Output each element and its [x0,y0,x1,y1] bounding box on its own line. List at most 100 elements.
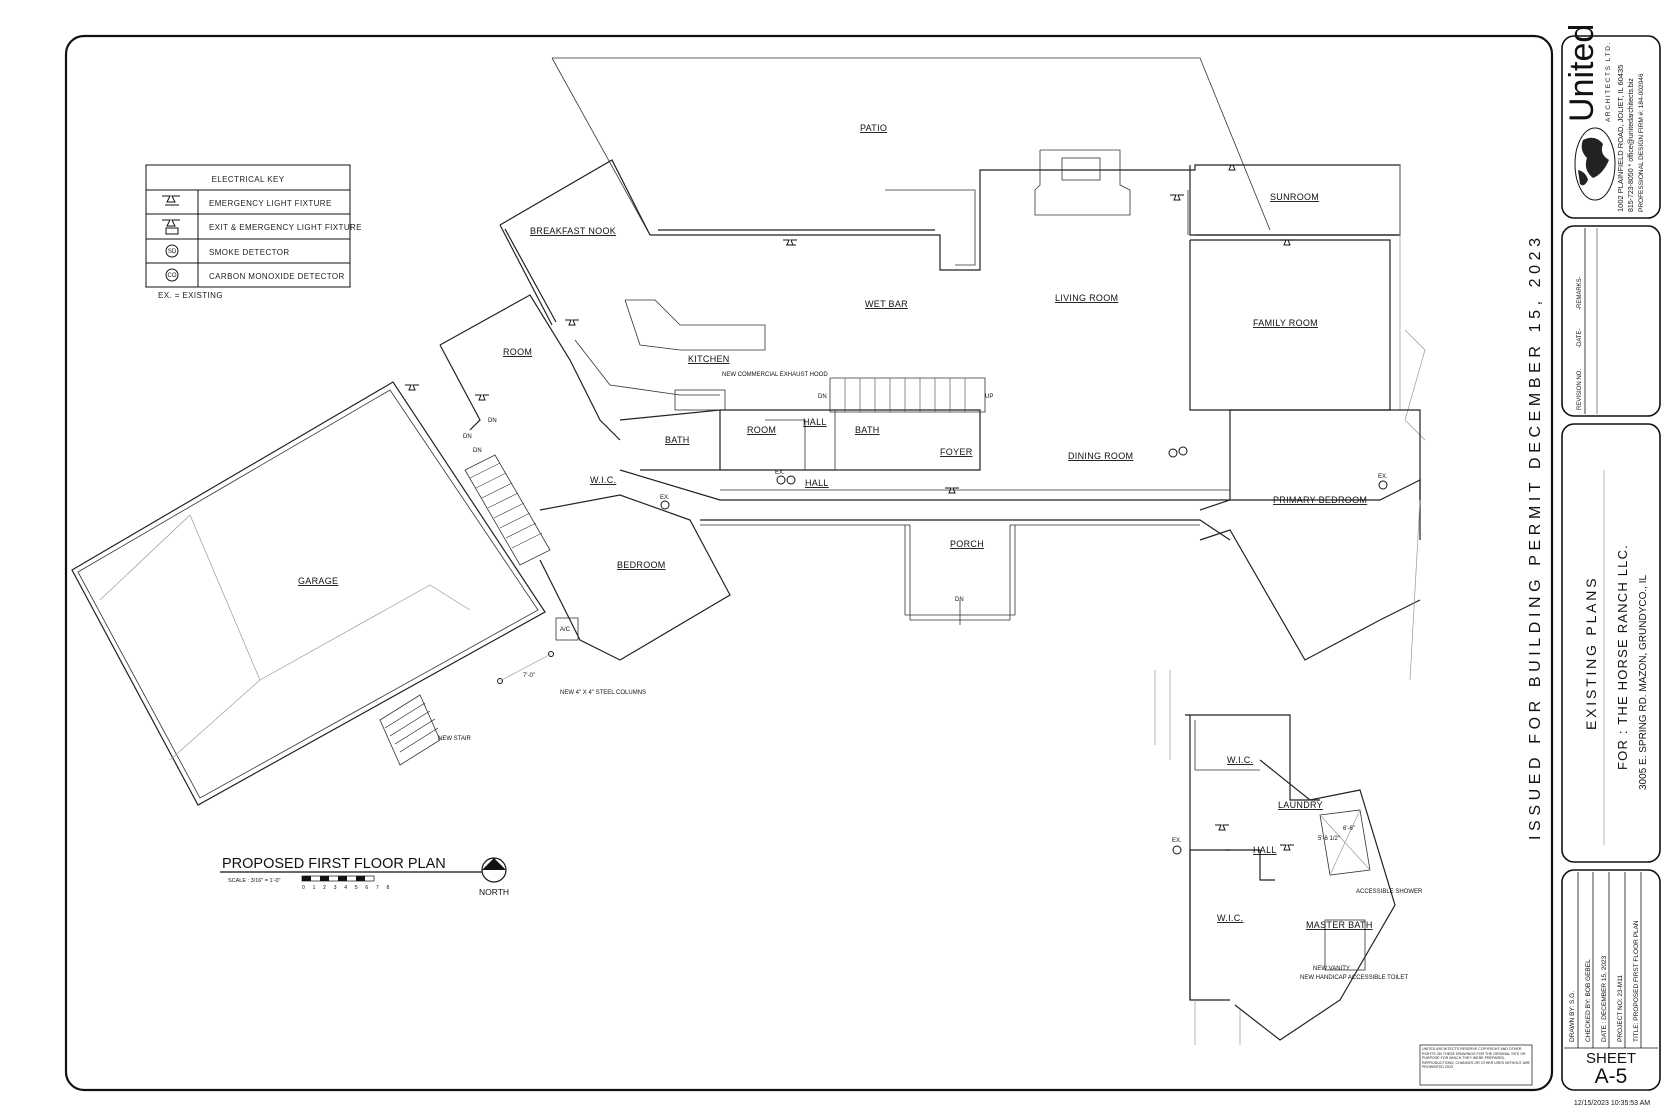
garage-stair [464,454,551,566]
smoke-detector-icon [1378,480,1388,490]
note-new-toilet: NEW HANDICAP ACCESSIBLE TOILET [1300,975,1408,981]
note-ac: A/C [560,627,571,633]
scale-ticks: 0 1 2 3 4 5 6 7 8 [302,885,393,891]
firm-contact: 815-723-8050 * office@unitedarchitects.b… [1628,78,1635,212]
room-hall-2: HALL [805,478,829,488]
key-item-label: CARBON MONOXIDE DETECTOR [209,272,345,281]
room-wic-3: W.I.C. [1217,913,1243,923]
note-dn-2: DN [463,434,472,440]
revision-date: -DATE- [1577,328,1583,348]
issued-stamp: ISSUED FOR BUILDING PERMIT DECEMBER 15, … [1527,233,1544,840]
emergency-light-icon [1170,194,1184,201]
room-family-room: FAMILY ROOM [1253,318,1318,328]
note-dim-1: 7'-0" [523,673,535,679]
note-accessible-shower: ACCESSIBLE SHOWER [1356,889,1423,895]
key-item-label: EMERGENCY LIGHT FIXTURE [209,199,332,208]
print-timestamp: 12/15/2023 10:35:53 AM [1574,1100,1650,1107]
copyright-box: UNITED ARCHITECTS RESERVE COPYRIGHT AND … [1419,1044,1533,1086]
room-hall-1: HALL [803,417,827,427]
room-foyer: FOYER [940,447,973,457]
note-new-vanity: NEW VANITY [1313,966,1350,972]
project-no: PROJECT NO: 23-M11 [1617,975,1624,1042]
note-ex-3: EX. [1378,474,1388,480]
room-wic-2: W.I.C. [1227,755,1253,765]
note-up: UP [985,394,993,400]
co-detector-icon [1178,446,1188,456]
room-labels: PATIO BREAKFAST NOOK SUNROOM WET BAR LIV… [298,123,1373,930]
room-bedroom: BEDROOM [617,560,666,570]
note-ex-1: EX. [775,470,785,476]
room-patio: PATIO [860,123,887,133]
fireplace [1034,149,1131,216]
room-master-bath: MASTER BATH [1306,920,1373,930]
room-dining-room: DINING ROOM [1068,451,1133,461]
room-bath-1: BATH [665,435,690,445]
drawn-by: DRAWN BY: S.G. [1569,991,1576,1042]
emergency-light-icon [162,195,180,206]
smoke-detector-icon [1168,448,1178,458]
room-laundry: LAUNDRY [1278,800,1323,810]
note-new-stair: NEW STAIR [438,736,472,742]
key-item-label: SMOKE DETECTOR [209,248,290,257]
note-ex-4: EX. [1172,838,1182,844]
emergency-light-icon [1225,164,1239,171]
patio-outline [552,57,1271,231]
note-hood: NEW COMMERCIAL EXHAUST HOOD [722,372,828,378]
exhaust-hood [674,389,726,411]
emergency-light-icon [405,384,419,391]
room-kitchen: KITCHEN [688,354,730,364]
co-detector-icon [165,268,179,282]
main-stair [829,377,986,413]
room-garage: GARAGE [298,576,338,586]
plan-scale: SCALE : 3/16" = 1'-0" [228,878,281,884]
firm-license: PROFESSIONAL DESIGN FIRM #: 184-002046 [1638,73,1645,212]
emergency-light-icon [565,319,579,326]
room-sunroom: SUNROOM [1270,192,1319,202]
svg-text:SD: SD [168,249,177,255]
checked-by: CHECKED BY: BOB GEBEL [1585,959,1592,1042]
room-hall-3: HALL [1253,845,1277,855]
smoke-detector-icon [660,500,670,510]
key-title: ELECTRICAL KEY [212,175,285,184]
sheet-number: A-5 [1595,1065,1628,1088]
revision-remarks: -REMARKS- [1577,276,1583,310]
kitchen-counter [624,299,766,351]
exit-light-icon [162,219,180,227]
note-dn-5: DN [955,597,964,603]
key-item-label: EXIT & EMERGENCY LIGHT FIXTURE [209,223,362,232]
co-detector-icon [786,475,796,485]
north-label: NORTH [479,887,509,897]
room-bath-2: BATH [855,425,880,435]
plan-title: PROPOSED FIRST FLOOR PLAN [222,856,446,872]
room-room-1: ROOM [503,347,532,357]
note-dim-shower: 6'-6" [1343,826,1355,832]
project-address: 3005 E. SPRING RD. MAZON, GRUNDYCO., IL [1638,575,1649,790]
room-primary-bedroom: PRIMARY BEDROOM [1273,495,1367,505]
sheet-label: SHEET [1586,1050,1636,1067]
date-field: DATE : DECEMBER 15, 2023 [1601,955,1608,1042]
room-wet-bar: WET BAR [865,299,908,309]
sheet-border [64,34,1554,1092]
note-dn-1: DN [488,418,497,424]
emergency-light-icon [1215,824,1229,831]
plan-title-block: PROPOSED FIRST FLOOR PLAN SCALE : 3/16" … [220,856,509,897]
exit-light-icon [945,487,959,494]
smoke-detector-icon [1172,845,1182,855]
room-breakfast-nook: BREAKFAST NOOK [530,226,616,236]
ac-unit [555,617,579,641]
room-wic-1: W.I.C. [590,475,616,485]
garage-outline [71,381,546,806]
project-client: FOR : THE HORSE RANCH LLC. [1615,544,1630,770]
firm-name: United [1563,24,1601,122]
note-ex-2: EX. [660,495,670,501]
smoke-detector-icon [165,244,179,258]
copyright-text: UNITED ARCHITECTS RESERVE COPYRIGHT AND … [1422,1047,1530,1070]
note-columns: NEW 4" X 4" STEEL COLUMNS [560,690,646,696]
key-note: EX. = EXISTING [158,291,223,300]
emergency-light-icon [1280,844,1294,851]
new-stair [379,694,441,766]
electrical-key: ELECTRICAL KEY SD CO EMERGENCY LIGHT FIX… [145,164,362,300]
floor-plan [71,57,1426,1045]
room-room-2: ROOM [747,425,776,435]
